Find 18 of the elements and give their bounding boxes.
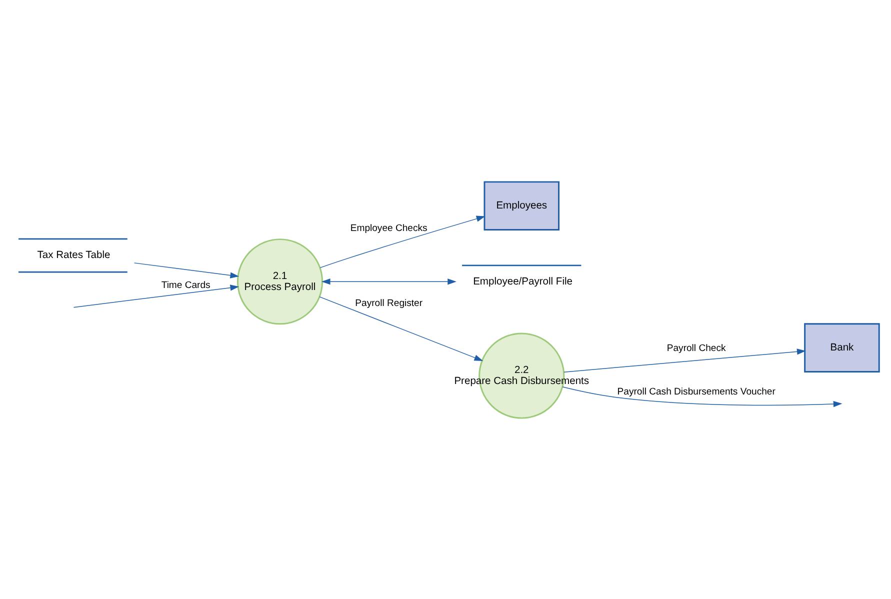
edge-label: Payroll Register (355, 298, 423, 309)
arrow (73, 284, 240, 308)
node-circle: 2.1 Process Payroll (236, 238, 324, 324)
node-box: Bank (804, 322, 880, 372)
arrow (321, 278, 456, 284)
node-label: Prepare Cash Disbursements (454, 376, 590, 386)
edge-label: Payroll Check (666, 342, 726, 354)
edge-label: Time Cards (161, 279, 210, 290)
node-box: Employees (484, 180, 560, 230)
arrow (562, 386, 842, 407)
node-text: Employee/Payroll File (473, 276, 573, 288)
arrow (564, 348, 806, 372)
edge-label: Payroll Cash Disbursements Voucher (617, 386, 776, 397)
arrow (320, 215, 486, 268)
edge-label: Employee Checks (350, 222, 428, 234)
arrow (319, 296, 484, 360)
node-text: Tax Rates Table (37, 250, 110, 261)
arrow (134, 262, 240, 278)
